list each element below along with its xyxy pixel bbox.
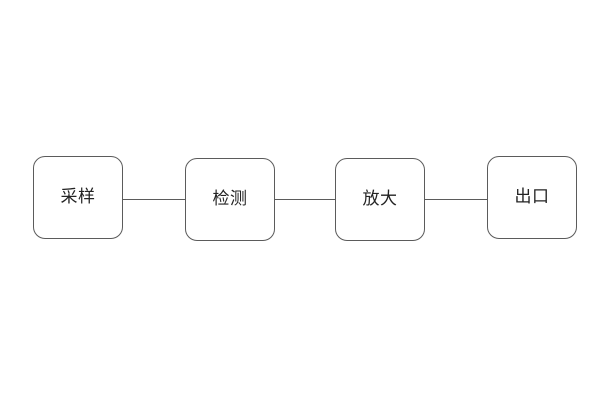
connector-amplification-to-output [425,199,487,200]
flow-node-label: 放大 [362,189,398,209]
flow-node-detection[interactable]: 检测 [185,158,275,241]
connector-detection-to-amplification [275,199,335,200]
connector-sampling-to-detection [123,199,185,200]
flow-node-sampling[interactable]: 采样 [33,156,123,239]
flow-node-amplification[interactable]: 放大 [335,158,425,241]
flow-node-label: 检测 [212,189,248,209]
flow-node-label: 出口 [514,187,550,207]
flow-node-label: 采样 [60,187,96,207]
flow-node-output[interactable]: 出口 [487,156,577,239]
